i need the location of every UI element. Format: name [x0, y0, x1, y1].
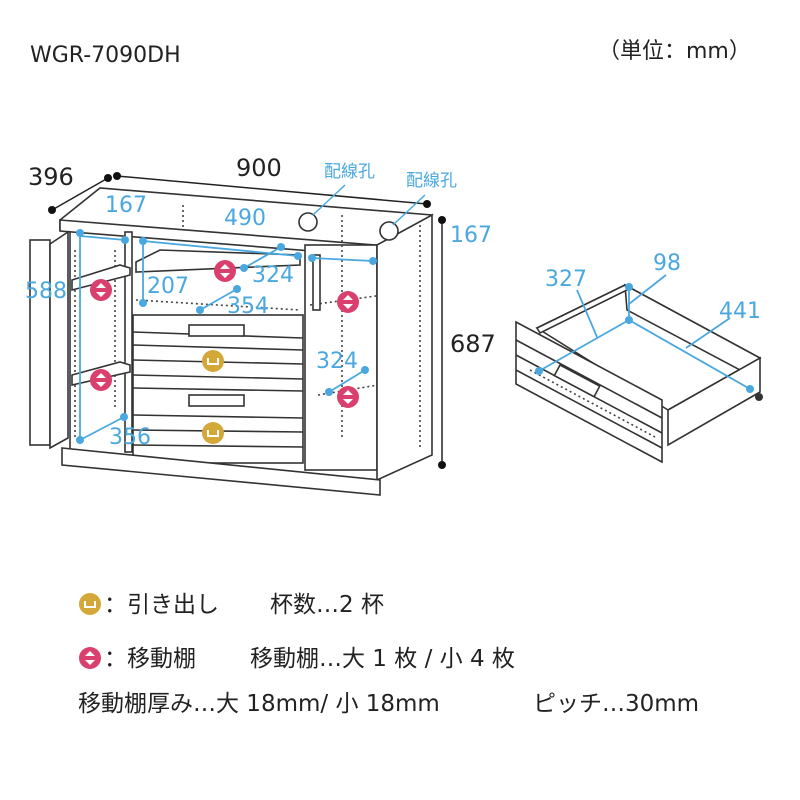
cabinet-illustration [29, 172, 446, 496]
wire-hole-label: 配線孔 [324, 162, 375, 182]
inner-dimension-lines [76, 229, 377, 444]
legend: ：引き出し 杯数…2 杯 ：移動棚 移動棚…大 1 枚 / 小 4 枚 移動棚厚… [78, 592, 699, 717]
movable-shelf-icon [337, 291, 359, 313]
legend-shelf-thickness: 移動棚厚み…大 18mm/ 小 18mm [78, 691, 440, 717]
height-label: 687 [450, 330, 496, 358]
center-width-label: 490 [224, 206, 266, 231]
drawer-depth-label: 441 [719, 299, 761, 324]
legend-shelf-label: ：移動棚 [104, 646, 196, 672]
wire-hole-label: 配線孔 [406, 171, 457, 191]
shelf-icons [90, 260, 359, 408]
unit-label: （単位：mm） [598, 39, 751, 64]
wire-hole-icon [379, 221, 399, 241]
drawer-fronts [132, 314, 304, 464]
center-height-label: 207 [147, 274, 189, 299]
width-label: 900 [236, 154, 282, 182]
drawer-icons [202, 350, 224, 444]
center-lower-width-label: 354 [227, 294, 269, 319]
right-width-label: 324 [316, 349, 358, 374]
right-depth-label: 167 [450, 223, 492, 248]
left-height-label: 588 [25, 279, 67, 304]
left-depth-label: 167 [105, 193, 147, 218]
legend-drawer-label: ：引き出し [104, 592, 219, 618]
movable-shelf-icon [337, 386, 359, 408]
wire-hole-icon [298, 212, 318, 232]
drawer-icon [202, 350, 224, 372]
legend-shelf-count: 移動棚…大 1 枚 / 小 4 枚 [250, 646, 515, 672]
movable-shelf-icon [90, 369, 112, 391]
model-name: WGR-7090DH [30, 43, 181, 68]
legend-pitch: ピッチ…30mm [533, 691, 699, 717]
drawer-width-label: 327 [545, 267, 587, 292]
movable-shelf-icon [90, 279, 112, 301]
drawer-legend-icon [79, 593, 101, 615]
center-depth-label: 324 [252, 263, 294, 288]
drawer-illustration [515, 283, 763, 464]
drawer-height-label: 98 [653, 251, 681, 276]
drawer-dimension-lines [535, 274, 754, 393]
shelf-legend-icon [79, 647, 101, 669]
drawer-icon [202, 422, 224, 444]
left-width-label: 356 [109, 425, 151, 450]
movable-shelf-icon [214, 260, 236, 282]
depth-label: 396 [28, 163, 74, 191]
legend-drawer-count: 杯数…2 杯 [270, 592, 384, 618]
